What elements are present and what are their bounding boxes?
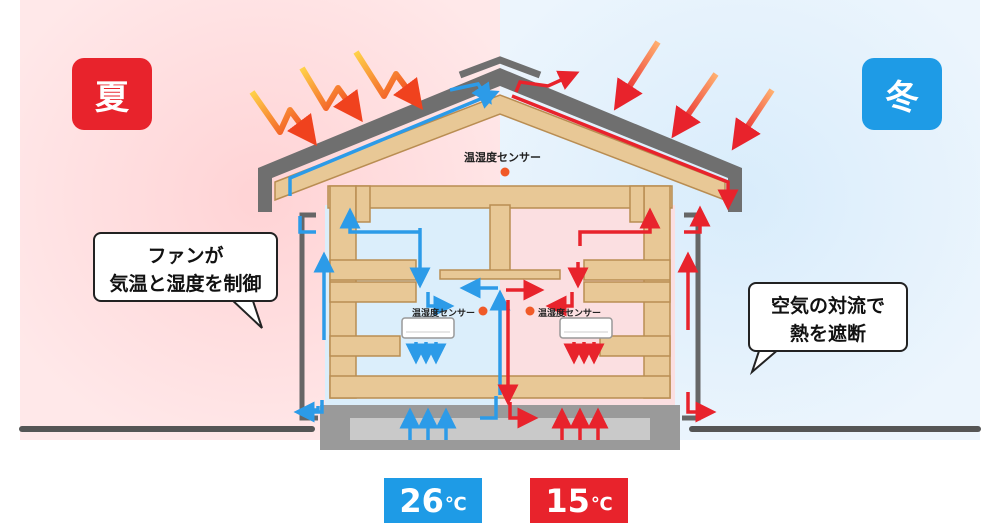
summer-badge: 夏 [72, 58, 152, 130]
sensor-dot-top [500, 167, 510, 177]
callout-left: ファンが 気温と湿度を制御 [93, 232, 278, 302]
winter-cold-arrows [613, 40, 775, 151]
air-conditioner-left [401, 317, 455, 339]
temp-left-value: 26 [399, 481, 444, 520]
callout-right-line1: 空気の対流で [770, 295, 885, 317]
sensor-dot-right [525, 306, 535, 316]
sensor-dot-left [478, 306, 488, 316]
cool-airflow [288, 81, 511, 440]
temp-badge-left: 26 ℃ [384, 478, 482, 523]
callout-right: 空気の対流で 熱を遮断 [748, 282, 908, 352]
summer-sun-rays [249, 50, 423, 146]
temp-right-value: 15 [545, 481, 590, 520]
callout-left-line1: ファンが [147, 245, 224, 267]
air-conditioner-right [559, 317, 613, 339]
winter-label: 冬 [885, 77, 919, 118]
warm-airflow [497, 70, 739, 440]
callout-left-line2: 気温と湿度を制御 [109, 273, 262, 295]
winter-badge: 冬 [862, 58, 942, 130]
temp-right-unit: ℃ [590, 494, 613, 515]
foundation-inner [350, 418, 650, 440]
callout-right-line2: 熱を遮断 [789, 323, 866, 345]
sensor-label-top: 温湿度センサー [464, 151, 541, 164]
temp-badge-right: 15 ℃ [530, 478, 628, 523]
roof-outer [258, 68, 742, 212]
temp-left-unit: ℃ [444, 494, 467, 515]
summer-label: 夏 [95, 77, 129, 118]
sensor-label-left: 温湿度センサー [412, 309, 476, 319]
roof-ridge-cap [458, 56, 542, 79]
sensor-label-right: 温湿度センサー [538, 309, 602, 319]
